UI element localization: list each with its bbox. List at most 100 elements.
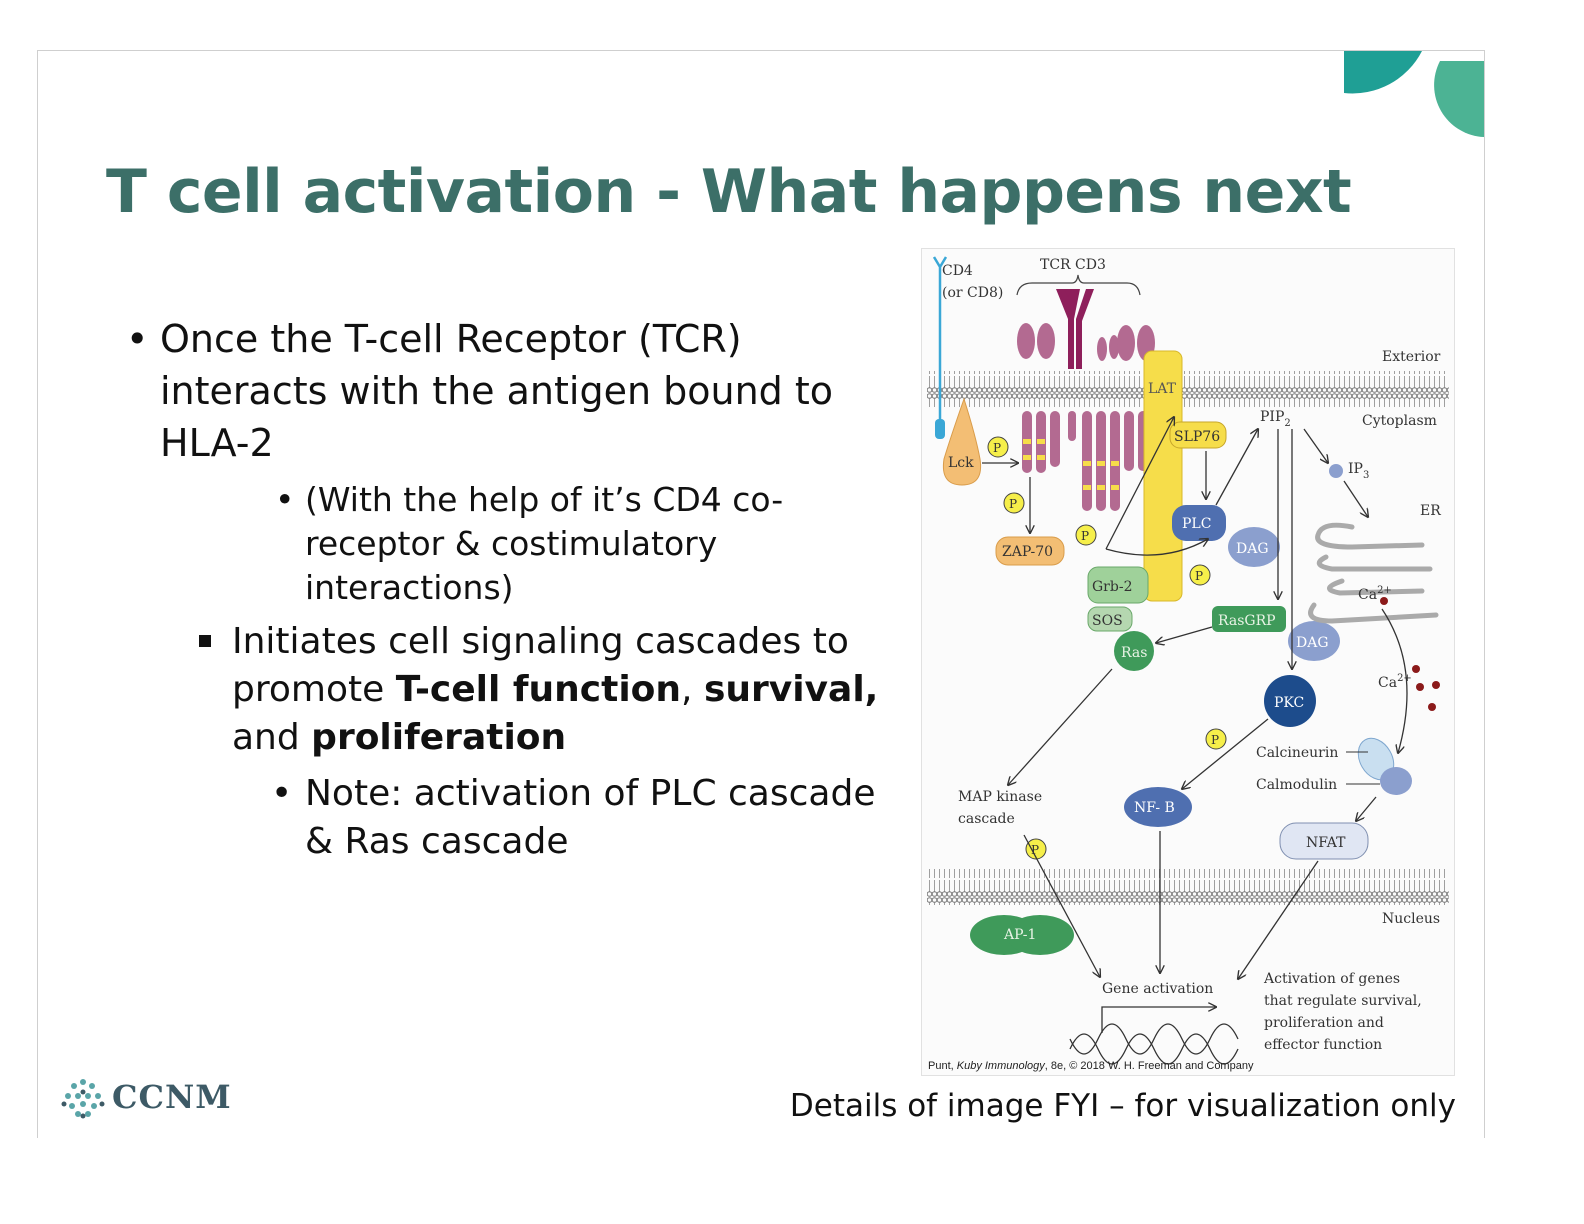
sub-bullet-item: • Note: activation of PLC cascade & Ras … xyxy=(271,770,876,866)
ras-protein xyxy=(1114,631,1154,671)
bullet-item: • Once the T-cell Receptor (TCR) interac… xyxy=(126,313,834,469)
ap1-protein xyxy=(1006,915,1074,955)
nfkb-label: NF- B xyxy=(1134,800,1175,816)
exterior-label: Exterior xyxy=(1382,349,1441,365)
slp76-protein xyxy=(1169,421,1227,449)
dag-molecule xyxy=(1228,527,1280,567)
gene-activation-label: Gene activation xyxy=(1102,981,1213,997)
bullet-text-line: receptor & costimulatory xyxy=(305,524,718,563)
subscript: 2 xyxy=(1284,418,1290,429)
credit-book-title: Kuby Immunology xyxy=(957,1060,1047,1072)
pkc-label: PKC xyxy=(1274,695,1304,711)
calmodulin-label: Calmodulin xyxy=(1256,777,1337,793)
plasma-membrane xyxy=(927,371,1449,407)
lck-label: Lck xyxy=(948,455,974,471)
cd4-label: CD4 xyxy=(942,263,973,279)
tcr-bracket xyxy=(1016,274,1141,296)
nfat-protein xyxy=(1279,822,1369,860)
activation-text: effector function xyxy=(1264,1037,1382,1053)
pip-text: PIP xyxy=(1260,409,1284,425)
activation-text: Activation of genes xyxy=(1263,971,1400,987)
pathway-arrows xyxy=(982,417,1408,979)
phosphate-label: P xyxy=(1031,843,1039,857)
bullet-marker: • xyxy=(126,317,149,361)
nfkb-protein xyxy=(1124,787,1192,827)
credit-text: Punt, xyxy=(928,1060,957,1072)
bold-text: survival, xyxy=(703,669,879,710)
plain-text: , xyxy=(681,669,704,710)
itam-markers xyxy=(1023,439,1119,490)
activation-text: that regulate survival, xyxy=(1264,993,1422,1009)
sub-bullet-item: • (With the help of it’s CD4 co- recepto… xyxy=(275,478,783,610)
sos-label: SOS xyxy=(1092,613,1123,629)
cd4-coreceptor xyxy=(932,256,948,439)
credit-text: , 8e, © 2018 W. H. Freeman and Company xyxy=(1045,1060,1254,1072)
ip3-molecule xyxy=(1329,464,1343,478)
phosphate-label: P xyxy=(1081,529,1089,543)
bullet-text-line: Once the T-cell Receptor (TCR) xyxy=(160,317,742,361)
map-kinase-label: cascade xyxy=(958,811,1015,827)
subscript: 3 xyxy=(1363,470,1369,481)
square-bullet-marker xyxy=(199,635,211,647)
bullet-marker: • xyxy=(271,773,293,814)
bullet-text-line: and proliferation xyxy=(232,714,878,762)
ap1-label: AP-1 xyxy=(1003,927,1036,943)
nuclear-membrane xyxy=(927,869,1449,905)
logo-text: CCNM xyxy=(112,1078,232,1116)
slide-title: T cell activation - What happens next xyxy=(106,157,1352,227)
rasgrp-label: RasGRP xyxy=(1218,613,1276,629)
bullet-text-line: promote T-cell function, survival, xyxy=(232,666,878,714)
plain-text: promote xyxy=(232,669,396,710)
ras-label: Ras xyxy=(1121,645,1147,661)
zap70-label: ZAP-70 xyxy=(1002,544,1053,560)
nfat-label: NFAT xyxy=(1306,835,1346,851)
plain-text: and xyxy=(232,717,312,758)
lck-protein xyxy=(942,397,982,486)
map-kinase-label: MAP kinase xyxy=(958,789,1042,805)
bullet-text-line: interacts with the antigen bound to xyxy=(160,369,834,413)
bullet-text-line: Initiates cell signaling cascades to xyxy=(232,621,849,662)
ip3-label: IP3 xyxy=(1348,461,1369,481)
rasgrp-protein xyxy=(1212,606,1286,632)
endoplasmic-reticulum xyxy=(1308,522,1439,624)
dag-label: DAG xyxy=(1236,541,1269,557)
bullet-text-line: Note: activation of PLC cascade xyxy=(305,773,876,814)
dna-helix xyxy=(1069,1033,1239,1065)
calmodulin-protein xyxy=(1380,767,1412,795)
dag-molecule xyxy=(1288,621,1340,661)
phosphate-badges xyxy=(987,436,1227,860)
bullet-text-line: interactions) xyxy=(305,568,514,607)
lat-label: LAT xyxy=(1148,381,1177,397)
cd8-label: (or CD8) xyxy=(942,285,1003,301)
slp76-label: SLP76 xyxy=(1174,429,1220,445)
zap70-protein xyxy=(995,536,1065,566)
ca-text: Ca xyxy=(1378,675,1397,691)
plc-label: PLC xyxy=(1182,516,1211,532)
dag-label: DAG xyxy=(1296,635,1329,651)
calcineurin-label: Calcineurin xyxy=(1256,745,1338,761)
sos-protein xyxy=(1087,606,1133,632)
cytoplasm-label: Cytoplasm xyxy=(1362,413,1437,429)
phosphate-label: P xyxy=(1211,733,1219,747)
phosphate-label: P xyxy=(993,441,1001,455)
footnote: Details of image FYI – for visualization… xyxy=(789,1088,1456,1124)
ccnm-logo: CCNM xyxy=(60,1074,232,1126)
logo-mark-icon xyxy=(61,1079,105,1119)
bullet-text-line: HLA-2 xyxy=(160,421,274,465)
bold-text: T-cell function xyxy=(395,669,682,710)
bold-text: proliferation xyxy=(311,717,567,758)
pkc-protein xyxy=(1264,675,1316,727)
superscript: 2+ xyxy=(1397,673,1412,684)
phosphate-label: P xyxy=(1009,497,1017,511)
dna-helix xyxy=(1069,1023,1239,1055)
superscript: 2+ xyxy=(1377,585,1392,596)
corner-decoration xyxy=(1344,51,1484,137)
ca-label: Ca2+ xyxy=(1378,673,1412,691)
plc-protein xyxy=(1172,505,1226,541)
square-bullet-item: Initiates cell signaling cascades to pro… xyxy=(199,618,878,762)
grb2-protein xyxy=(1087,566,1149,604)
ca-label: Ca2+ xyxy=(1358,585,1392,603)
slide-frame xyxy=(37,50,1485,1138)
ca-text: Ca xyxy=(1358,587,1377,603)
signaling-pathway-figure: CD4 (or CD8) TCR CD3 Exterior Cytoplasm xyxy=(927,256,1449,1072)
